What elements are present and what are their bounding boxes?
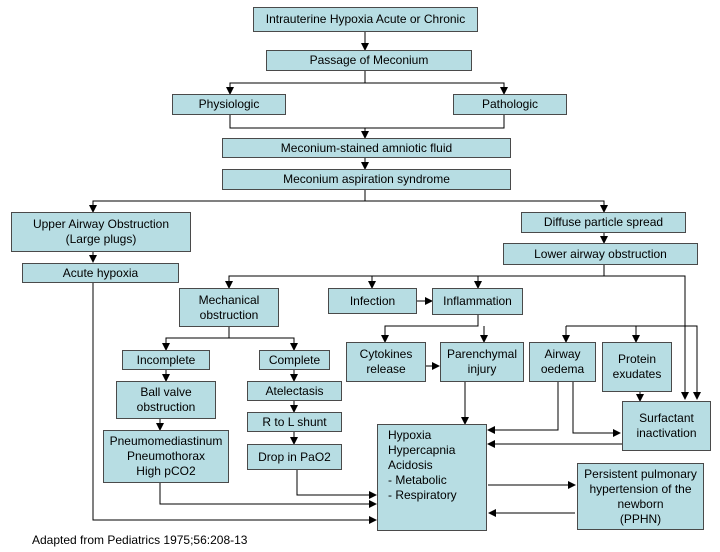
node-protein-exudates: Protein exudates xyxy=(602,342,672,392)
node-intrauterine-hypoxia: Intrauterine Hypoxia Acute or Chronic xyxy=(253,7,478,32)
node-pathologic: Pathologic xyxy=(453,94,567,115)
node-physiologic: Physiologic xyxy=(172,94,286,115)
node-inflammation: Inflammation xyxy=(432,288,523,315)
source-caption: Adapted from Pediatrics 1975;56:208-13 xyxy=(32,533,248,547)
node-ball-valve-obstruction: Ball valve obstruction xyxy=(116,381,216,419)
node-meconium-aspiration-syndrome: Meconium aspiration syndrome xyxy=(222,169,511,190)
node-pneumomediastinum: Pneumomediastinum Pneumothorax High pCO2 xyxy=(103,430,229,483)
node-lower-airway-obstruction: Lower airway obstruction xyxy=(503,243,698,265)
node-drop-in-pao2: Drop in PaO2 xyxy=(247,444,342,470)
node-acute-hypoxia: Acute hypoxia xyxy=(22,263,179,283)
node-infection: Infection xyxy=(328,288,417,314)
node-airway-oedema: Airway oedema xyxy=(529,342,596,382)
node-mechanical-obstruction: Mechanical obstruction xyxy=(179,288,279,327)
node-atelectasis: Atelectasis xyxy=(247,381,342,401)
node-complete: Complete xyxy=(259,350,330,370)
node-r-to-l-shunt: R to L shunt xyxy=(247,412,342,432)
node-pphn: Persistent pulmonary hypertension of the… xyxy=(577,463,704,530)
node-parenchymal-injury: Parenchymal injury xyxy=(440,342,524,382)
node-passage-of-meconium: Passage of Meconium xyxy=(266,50,472,71)
node-hypoxia-hypercapnia-acidosis: Hypoxia Hypercapnia Acidosis - Metabolic… xyxy=(377,424,487,531)
node-upper-airway-obstruction: Upper Airway Obstruction (Large plugs) xyxy=(11,212,191,252)
node-cytokines-release: Cytokines release xyxy=(346,342,426,382)
node-meconium-stained-fluid: Meconium-stained amniotic fluid xyxy=(222,138,511,158)
node-surfactant-inactivation: Surfactant inactivation xyxy=(622,401,711,451)
node-diffuse-particle-spread: Diffuse particle spread xyxy=(521,212,686,233)
node-incomplete: Incomplete xyxy=(122,350,210,370)
